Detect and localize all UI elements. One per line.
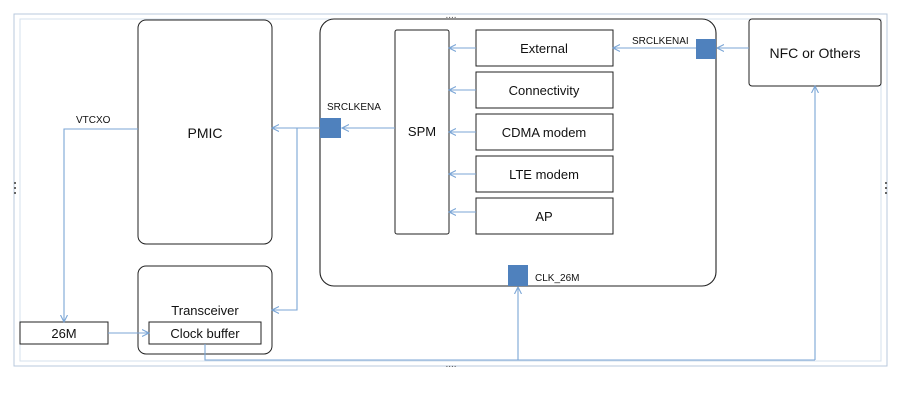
srclkenai-label: SRCLKENAI (632, 36, 689, 47)
spm-label: SPM (408, 124, 436, 139)
pmic-label: PMIC (188, 125, 223, 141)
connectors (64, 48, 815, 361)
clk26m-bus-line (204, 344, 815, 361)
cdma-modem-label: CDMA modem (502, 125, 587, 140)
pmic-block (137, 19, 273, 245)
clk26m-pin (508, 265, 528, 286)
srclkena-pin (320, 118, 341, 138)
lte-modem-label: LTE modem (509, 167, 579, 182)
srclkenai-pin (696, 39, 716, 59)
connectivity-label: Connectivity (509, 83, 580, 98)
top-resize-handle[interactable]: .... (445, 10, 456, 21)
osc-26m-label: 26M (51, 326, 76, 341)
ap-block (475, 197, 614, 235)
clock-buffer-label: Clock buffer (170, 326, 240, 341)
bottom-resize-handle[interactable]: .... (445, 359, 456, 370)
srclkena-to-transceiver-line (272, 128, 298, 310)
cdma-modem-block (475, 113, 614, 151)
external-label: External (520, 41, 568, 56)
clk26m-label: CLK_26M (535, 273, 579, 284)
lte-modem-block (475, 155, 614, 193)
connectivity-block (475, 71, 614, 109)
nfc-label: NFC or Others (769, 45, 860, 61)
vtcxo-line (64, 128, 138, 322)
srclkena-label: SRCLKENA (327, 102, 381, 113)
external-block (475, 29, 614, 67)
vtcxo-label: VTCXO (76, 115, 111, 126)
transceiver-label: Transceiver (171, 303, 239, 318)
ap-label: AP (535, 209, 552, 224)
side-resize-handles[interactable] (14, 182, 887, 194)
